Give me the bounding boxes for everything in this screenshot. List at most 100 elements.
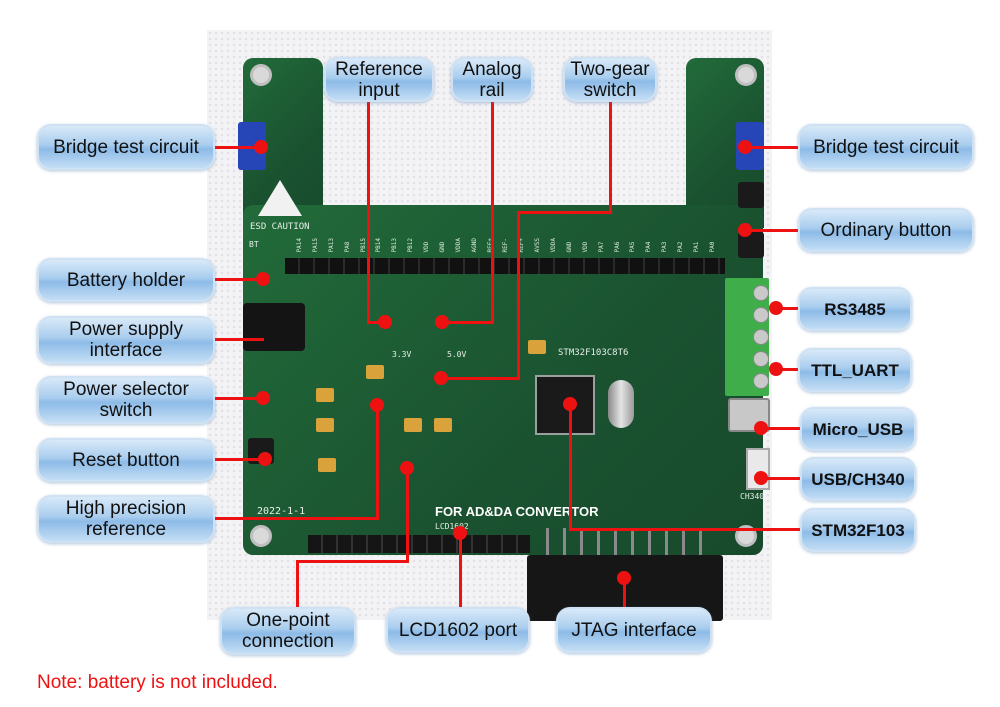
leader-line xyxy=(440,377,520,380)
terminal-screw xyxy=(753,373,769,389)
leader-dot xyxy=(370,398,384,412)
pin-label: PA13 xyxy=(327,238,335,253)
callout-battery-holder: Battery holder xyxy=(37,258,215,302)
callout-usb-ch340: USB/CH340 xyxy=(800,457,916,501)
pin-label: AVSS xyxy=(534,238,542,253)
tantalum-capacitor xyxy=(318,458,336,472)
pin-label: GND xyxy=(565,241,573,253)
terminal-screw xyxy=(753,351,769,367)
leader-line xyxy=(745,229,800,232)
pin-label: VDDA xyxy=(550,238,557,253)
pin-label: PA1 xyxy=(692,241,700,253)
pin-label: PA2 xyxy=(677,241,684,253)
terminal-screw xyxy=(753,329,769,345)
callout-bridge-test-circuit-left: Bridge test circuit xyxy=(37,124,215,170)
leader-line xyxy=(569,404,572,531)
tantalum-capacitor xyxy=(434,418,452,432)
leader-line xyxy=(623,578,626,610)
leader-line xyxy=(459,532,462,610)
leader-dot xyxy=(617,571,631,585)
leader-dot xyxy=(769,301,783,315)
leader-dot xyxy=(254,140,268,154)
ordinary-push-button xyxy=(738,182,764,208)
ch340-label: CH340 xyxy=(740,492,765,501)
callout-ttl-uart: TTL_UART xyxy=(798,348,912,392)
callout-jtag-interface: JTAG interface xyxy=(556,607,712,653)
tantalum-capacitor xyxy=(366,365,384,379)
pin-label: AGND xyxy=(470,238,478,253)
callout-ordinary-button: Ordinary button xyxy=(798,208,974,252)
pin-label: PA15 xyxy=(311,238,319,253)
leader-dot xyxy=(256,391,270,405)
leader-dot xyxy=(754,421,768,435)
pin-label: PA0 xyxy=(708,241,716,253)
leader-dot xyxy=(378,315,392,329)
lcd1602-header xyxy=(308,535,530,553)
callout-lcd1602-port: LCD1602 port xyxy=(386,607,530,653)
pin-label: GND xyxy=(438,241,446,253)
pin-label: PB15 xyxy=(359,238,367,253)
leader-line xyxy=(212,146,262,149)
pin-label: VDDA xyxy=(454,238,462,253)
leader-line xyxy=(761,427,800,430)
pin-label: REF- xyxy=(502,238,510,253)
mounting-hole xyxy=(250,525,272,547)
leader-line xyxy=(517,211,520,379)
leader-line xyxy=(212,397,264,400)
pin-label: PA3 xyxy=(661,241,669,253)
leader-line xyxy=(569,528,800,531)
leader-line xyxy=(212,338,264,341)
callout-high-precision-reference: High precision reference xyxy=(37,495,215,543)
leader-line xyxy=(212,278,264,281)
pin-label: PB13 xyxy=(391,238,399,253)
pin-label: PA5 xyxy=(629,241,637,253)
leader-line xyxy=(406,468,409,563)
callout-reference-input: Reference input xyxy=(324,57,434,102)
leader-line xyxy=(296,561,299,609)
leader-line xyxy=(761,477,800,480)
pin-label: VDD xyxy=(423,241,430,253)
mcu-marking: STM32F103C8T6 xyxy=(558,348,629,358)
tantalum-capacitor xyxy=(316,388,334,402)
esd-caution-label: ESD CAUTION xyxy=(250,222,310,232)
leader-dot xyxy=(256,272,270,286)
leader-dot xyxy=(563,397,577,411)
callout-rs3485: RS3485 xyxy=(798,287,912,331)
leader-dot xyxy=(400,461,414,475)
pin-label: PA14 xyxy=(296,238,303,253)
pin-label: PB14 xyxy=(375,238,383,253)
leader-line xyxy=(442,321,494,324)
switch-label-5v: 5.0V xyxy=(447,350,467,359)
mounting-hole xyxy=(250,64,272,86)
leader-dot xyxy=(453,526,467,540)
leader-dot xyxy=(435,315,449,329)
leader-dot xyxy=(738,223,752,237)
callout-reset-button: Reset button xyxy=(37,438,215,482)
leader-dot xyxy=(754,471,768,485)
dc-power-jack xyxy=(243,303,305,351)
callout-power-supply-interface: Power supply interface xyxy=(37,316,215,364)
pin-header-top xyxy=(285,258,725,274)
bt-label: BT xyxy=(249,240,259,249)
pin-label: PB12 xyxy=(407,238,415,253)
switch-label-3v3: 3.3V xyxy=(392,350,412,359)
leader-line xyxy=(367,321,385,324)
leader-line xyxy=(212,458,266,461)
battery-note: Note: battery is not included. xyxy=(37,672,278,693)
esd-warning-icon xyxy=(258,180,302,216)
terminal-screw xyxy=(753,285,769,301)
pin-label: PA7 xyxy=(597,241,605,253)
leader-line xyxy=(776,368,800,371)
date-code: 2022-1-1 xyxy=(257,506,306,517)
leader-line xyxy=(376,405,379,520)
leader-line xyxy=(517,211,612,214)
callout-power-selector-switch: Power selector switch xyxy=(37,376,215,424)
callout-analog-rail: Analog rail xyxy=(451,57,533,102)
lcd-silkscreen-label: LCD1602 xyxy=(435,522,469,531)
leader-line xyxy=(745,146,800,149)
leader-line xyxy=(609,100,612,212)
crystal-oscillator xyxy=(608,380,634,428)
leader-dot xyxy=(258,452,272,466)
pin-label: VDD xyxy=(581,241,589,253)
leader-dot xyxy=(738,140,752,154)
